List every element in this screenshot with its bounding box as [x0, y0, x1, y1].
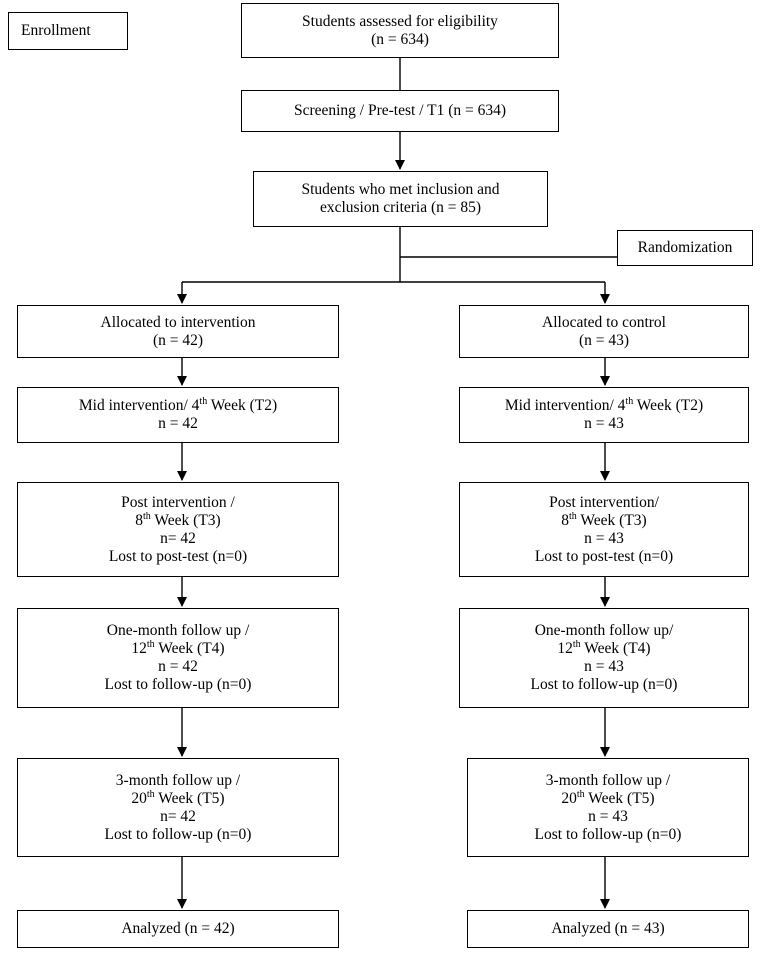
eligible-box: Students who met inclusion and exclusion… [253, 171, 548, 227]
control-mid-box: Mid intervention/ 4th Week (T2) n = 43 [459, 387, 749, 443]
intervention-post-box: Post intervention / 8th Week (T3) n= 42 … [17, 482, 339, 577]
enrollment-label: Enrollment [8, 12, 128, 50]
control-followup1-box: One-month follow up/ 12th Week (T4) n = … [459, 608, 749, 708]
control-allocated-box: Allocated to control (n = 43) [459, 305, 749, 358]
control-followup3-box: 3-month follow up / 20th Week (T5) n = 4… [467, 758, 749, 857]
assessed-box: Students assessed for eligibility (n = 6… [241, 3, 559, 58]
intervention-followup1-box: One-month follow up / 12th Week (T4) n =… [17, 608, 339, 708]
control-analyzed-box: Analyzed (n = 43) [467, 910, 749, 948]
intervention-analyzed-box: Analyzed (n = 42) [17, 910, 339, 948]
intervention-allocated-box: Allocated to intervention (n = 42) [17, 305, 339, 358]
control-post-box: Post intervention/ 8th Week (T3) n = 43 … [459, 482, 749, 577]
intervention-mid-box: Mid intervention/ 4th Week (T2) n = 42 [17, 387, 339, 443]
intervention-followup3-box: 3-month follow up / 20th Week (T5) n= 42… [17, 758, 339, 857]
screening-box: Screening / Pre-test / T1 (n = 634) [241, 90, 559, 132]
randomization-label: Randomization [617, 230, 753, 266]
